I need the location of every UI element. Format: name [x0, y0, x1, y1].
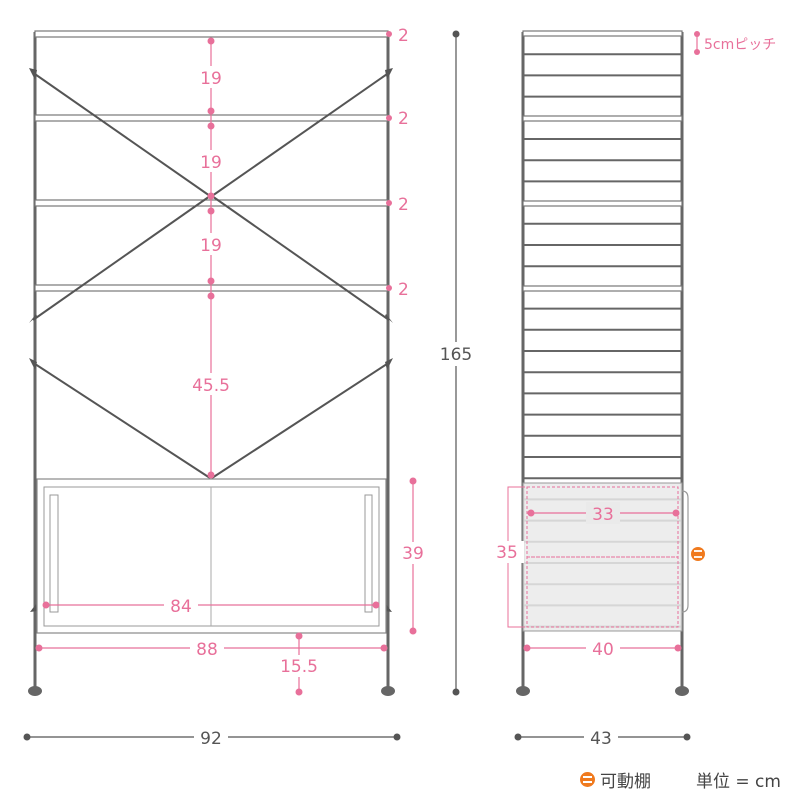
shelf-thickness-1: 2	[398, 26, 409, 46]
bottom-clearance: 15.5	[280, 657, 318, 677]
cabinet-height: 39	[402, 544, 424, 564]
side-view: 33 35 40 43 5cmピッチ	[492, 30, 776, 749]
total-height-dimension: 165	[436, 30, 476, 696]
shelf-thickness-3: 2	[398, 195, 409, 215]
front-view: 19 19 19 45.5 2 2 2 2 84 88 15.5	[23, 26, 430, 749]
legend-unit: 単位 = cm	[696, 767, 781, 792]
cabinet-inner-width: 84	[170, 597, 192, 617]
legend-movable-label: 可動棚	[600, 771, 651, 792]
pitch-label: 5cmピッチ	[704, 37, 776, 53]
gap-label-1: 19	[200, 69, 222, 89]
total-height: 165	[440, 345, 472, 365]
front-right-foot	[381, 686, 395, 696]
shelf-thickness-4: 2	[398, 280, 409, 300]
movable-shelf-icon	[580, 771, 595, 787]
legend-movable-shelf: 可動棚	[580, 767, 651, 792]
cross-braces	[31, 71, 391, 479]
side-drawer-inner-2	[526, 556, 679, 628]
side-shelves	[522, 30, 683, 292]
shelf-depth: 40	[592, 640, 614, 660]
movable-shelf-marker-icon	[691, 547, 705, 561]
front-shelf-1	[34, 30, 389, 38]
side-front-foot	[516, 686, 530, 696]
gap-label-3: 19	[200, 236, 222, 256]
side-back-foot	[675, 686, 689, 696]
cabinet-outer-width: 88	[196, 640, 218, 660]
drawer-height: 35	[496, 543, 518, 563]
unit-label: 単位 = cm	[696, 771, 781, 792]
total-width: 92	[200, 729, 222, 749]
front-cabinet	[36, 478, 387, 634]
brace-clips	[29, 68, 393, 612]
inner-depth: 33	[592, 505, 614, 525]
total-depth: 43	[590, 729, 612, 749]
gap-label-4: 45.5	[192, 376, 230, 396]
front-left-foot	[28, 686, 42, 696]
gap-label-2: 19	[200, 153, 222, 173]
front-gap-dots	[207, 37, 215, 479]
shelf-thickness-2: 2	[398, 109, 409, 129]
